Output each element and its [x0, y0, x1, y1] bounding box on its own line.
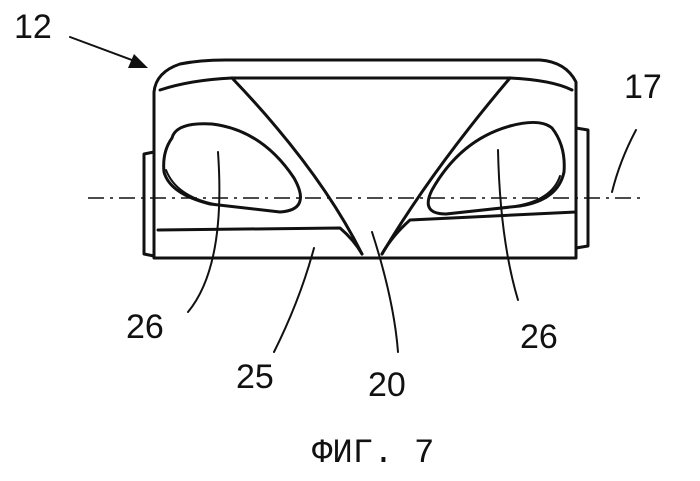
leader-25	[274, 248, 314, 352]
web-left-inner	[158, 228, 362, 254]
label-12: 12	[14, 8, 52, 46]
flange-right	[576, 128, 588, 248]
channel-right	[428, 122, 564, 214]
label-25: 25	[236, 358, 274, 396]
leader-arrow-12	[70, 37, 148, 68]
leader-26-left	[188, 152, 219, 312]
leader-17	[612, 130, 636, 192]
figure-caption: ФИГ. 7	[312, 435, 434, 473]
label-17: 17	[624, 68, 662, 106]
leader-26-right	[498, 150, 518, 300]
label-20: 20	[368, 366, 406, 404]
web-right-inner	[382, 212, 576, 254]
label-26-right: 26	[520, 318, 558, 356]
label-26-left: 26	[126, 308, 164, 346]
